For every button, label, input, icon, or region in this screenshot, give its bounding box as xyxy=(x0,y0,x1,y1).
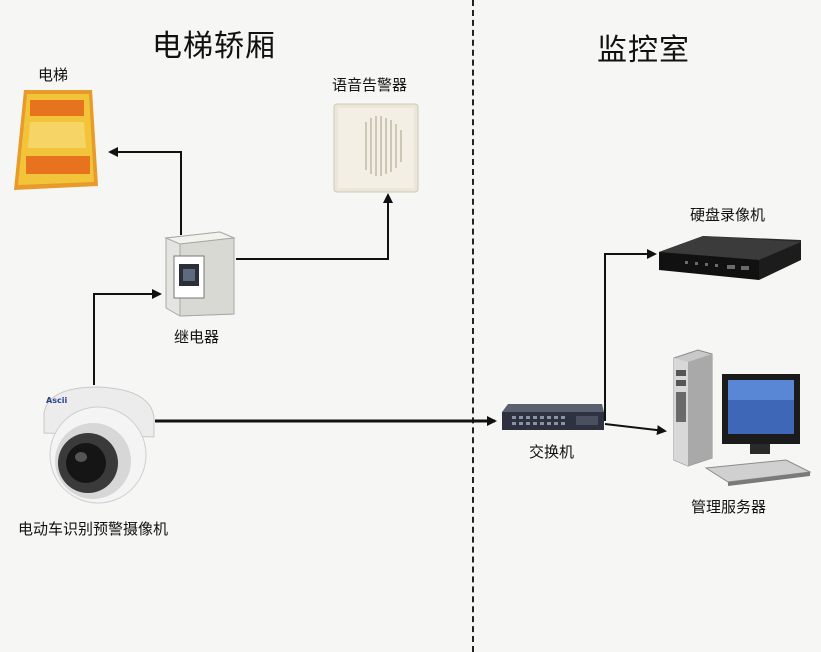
left-section-title: 电梯轿厢 xyxy=(152,29,276,64)
server-label: 管理服务器 xyxy=(691,498,767,516)
wire-switch-to-dvr xyxy=(604,249,657,421)
relay-box-icon xyxy=(164,231,236,317)
dvr-recorder-icon xyxy=(659,236,801,280)
elevator-label: 电梯 xyxy=(38,66,69,84)
right-section-title: 监控室 xyxy=(597,33,690,68)
svg-text:Ascii: Ascii xyxy=(46,396,67,405)
dome-camera-icon: Ascii xyxy=(43,386,155,504)
wire-relay-to-speaker xyxy=(236,193,393,260)
section-divider xyxy=(472,0,474,652)
switch-label: 交换机 xyxy=(529,443,575,461)
elevator-indicator-icon xyxy=(14,90,98,190)
network-switch-icon xyxy=(502,404,604,430)
server-computer-icon xyxy=(673,349,812,486)
wire-relay-to-elevator xyxy=(108,147,182,235)
wire-switch-to-server xyxy=(604,423,667,436)
camera-label: 电动车识别预警摄像机 xyxy=(18,520,169,538)
relay-label: 继电器 xyxy=(174,328,220,346)
wire-camera-to-relay xyxy=(93,289,162,385)
speaker-label: 语音告警器 xyxy=(332,76,408,94)
wall-speaker-icon xyxy=(333,103,419,193)
dvr-label: 硬盘录像机 xyxy=(690,206,766,224)
